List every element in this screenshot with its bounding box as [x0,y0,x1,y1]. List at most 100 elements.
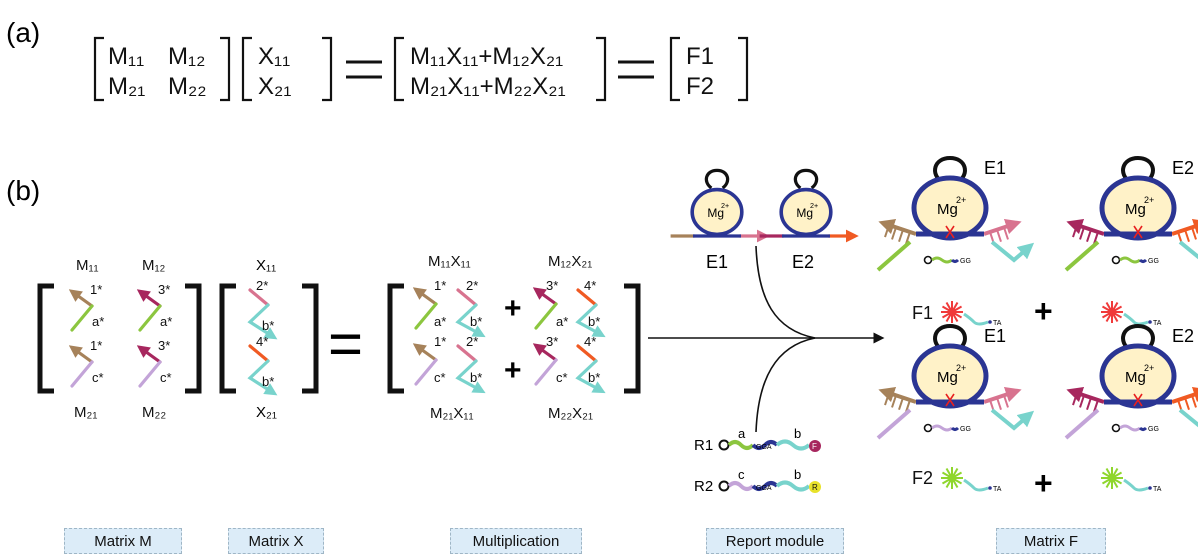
bracket [669,36,680,102]
base-pair [1191,395,1197,408]
burst-core [948,474,956,482]
base-pair [898,397,904,411]
bracket [596,36,607,102]
strand-c-arm [534,358,558,386]
strand-label: 1* [90,338,102,353]
plus-sign: + [1034,465,1053,501]
strand-1-arm [412,343,438,362]
strand-b-arm [575,359,606,394]
mg-charge: 2+ [956,195,966,205]
reporter-strand-b [775,480,811,492]
bracket [219,283,236,394]
base-pair [898,229,904,243]
mult-label: M₁₂X₂₁ [548,253,592,270]
reporter-core-label: GGA [756,444,772,451]
input-tail [876,240,912,272]
reporter-r2: R2 c GGA b R [694,467,821,495]
scissors-icon [945,393,955,407]
fluorescence-burst [941,467,963,489]
reporter-domain-label: b [794,467,801,482]
reporter-domain-label: c [738,467,745,482]
enzyme-complex: Mg2+ [1064,323,1198,440]
input-tail [876,408,912,440]
cleaved-fragment: GG [923,255,971,265]
bracket [322,36,333,102]
plus-sign: + [1034,293,1053,329]
reporter-domain-label: a [738,426,746,441]
base-pair [1086,229,1092,243]
base-pair [1093,399,1099,413]
fragment-strand [1119,424,1141,432]
strand-b-arm [575,303,606,338]
enzyme-e2-small: Mg 2+ [759,168,859,243]
strand-c-arm [414,358,438,386]
mg-label: Mg [937,201,958,218]
quencher [718,480,730,492]
fragment-end-label: TA [993,486,1002,493]
bracket [393,36,404,102]
strand-label: b* [588,370,600,385]
substrate-arm [1066,218,1105,236]
m-label: M₁₁ [76,257,99,274]
fragment-strand [963,478,989,492]
fluorophore [809,481,821,493]
strand-1-arm [68,289,94,308]
mg-ellipse [690,187,744,237]
reporter-label: R2 [694,478,713,495]
quencher [923,423,933,433]
fluorophore-label: F [812,442,817,451]
enzyme-label: E1 [984,326,1006,346]
strand-label: b* [262,374,274,389]
flow-arrows [648,245,885,433]
product-entry: M₁₁X₁₁+M₁₂X₂₁ [410,43,563,70]
equals-sign-b: = [328,310,363,377]
strand-label: b* [470,314,482,329]
base-pair [1191,227,1197,240]
mg-ellipse [1099,343,1177,409]
fragment-core [950,258,960,263]
reporter-core-label: GGA [756,485,772,492]
input-tail [1064,240,1100,272]
input-tail [1064,408,1100,440]
strand-label: b* [588,314,600,329]
scissors-icon [1133,225,1143,239]
strand-label: 2* [466,278,478,293]
matrix-m-entry: M₁₂ [168,43,205,70]
m-label: M₂₁ [74,404,97,421]
substrate-arm [1066,386,1105,404]
cleaved-fragment: TA [1101,301,1162,327]
burst-core [1108,474,1116,482]
cleaved-fragment: TA [941,301,1002,327]
fragment-core [1138,258,1148,263]
mg-label: Mg [707,206,724,220]
strand-4-arm [576,288,598,307]
fragment-strand [1123,312,1149,326]
mult-label: M₁₁X₁₁ [428,253,471,270]
strand-3-arm [532,287,558,306]
strand-label: c* [434,370,446,385]
base-pair [905,399,911,413]
bracket [241,36,252,102]
base-pair [1079,227,1085,240]
enzyme-label: E2 [792,252,814,272]
matrix-m-entry: M₂₂ [168,73,207,100]
strand-1-arm [412,287,438,306]
matrix-equation [93,36,749,102]
strand-label: 3* [546,278,558,293]
strand-3-arm [136,345,162,364]
strand-label: 2* [256,278,268,293]
mg-charge: 2+ [1144,363,1154,373]
stem-loop [704,168,730,190]
strand-label: 1* [434,278,446,293]
mg-label: Mg [937,369,958,386]
matrix-x-entry: X₁₁ [258,43,290,70]
substrate-arm [878,386,917,404]
substrate-arm [878,218,917,236]
output-tail [1178,408,1198,428]
strand-label: c* [556,370,568,385]
label-matrix-f: Matrix F [996,528,1106,554]
base-pair [884,224,890,238]
reporter-strand-b [775,439,811,451]
strand-label: 4* [256,334,268,349]
